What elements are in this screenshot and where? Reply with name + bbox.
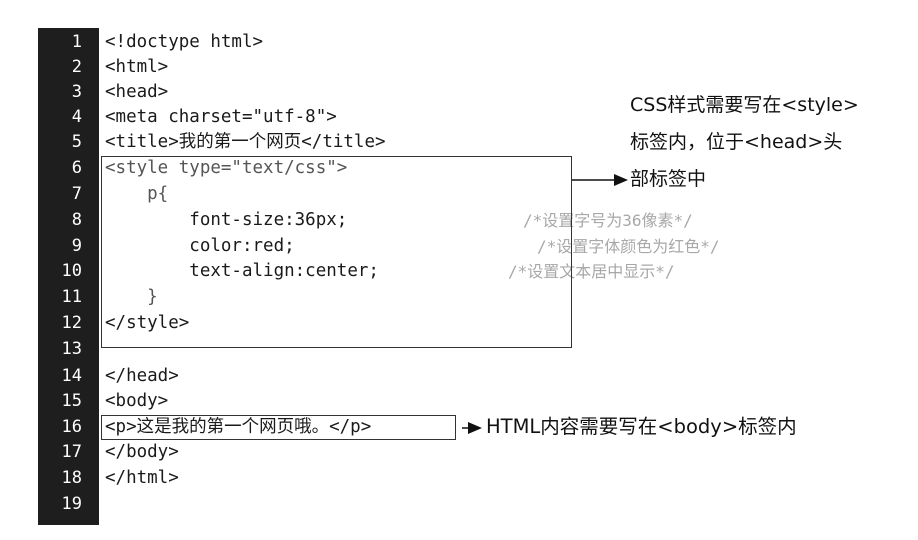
- css-comment-color: /*设置字体颜色为红色*/: [537, 237, 720, 256]
- code-line: </body>: [105, 442, 179, 462]
- line-number: 4: [71, 107, 82, 127]
- line-number: 16: [61, 417, 82, 437]
- line-number: 10: [61, 261, 82, 281]
- line-number: 6: [71, 158, 82, 178]
- line-number: 17: [61, 442, 82, 462]
- arrow-to-css-note: [572, 174, 628, 186]
- line-number: 14: [61, 366, 82, 386]
- line-number: 18: [61, 468, 82, 488]
- line-number: 11: [61, 287, 82, 307]
- code-line: text-align:center;: [105, 261, 379, 281]
- line-number: 15: [61, 391, 82, 411]
- line-number: 2: [71, 57, 82, 77]
- line-number: 3: [71, 82, 82, 102]
- code-line: <p>这是我的第一个网页哦。</p>: [105, 417, 372, 437]
- code-line: <!doctype html>: [105, 32, 264, 52]
- code-line: </head>: [105, 366, 179, 386]
- css-note-line-1: CSS样式需要写在<style>: [630, 94, 859, 116]
- css-note-line-3: 部标签中: [630, 168, 707, 190]
- code-line: p{: [105, 184, 169, 204]
- code-line: color:red;: [105, 236, 295, 256]
- line-number: 8: [71, 210, 82, 230]
- code-line: <head>: [105, 82, 169, 102]
- code-line: <body>: [105, 391, 169, 411]
- line-number: 13: [61, 339, 82, 359]
- line-number: 1: [71, 32, 82, 52]
- css-comment-text-align: /*设置文本居中显示*/: [508, 262, 675, 281]
- line-number: 5: [71, 132, 82, 152]
- line-number: 19: [61, 494, 82, 514]
- line-number: 12: [61, 313, 82, 333]
- html-note: HTML内容需要写在<body>标签内: [486, 415, 797, 438]
- style-block-highlight-box: [101, 156, 572, 348]
- paragraph-highlight-box: [101, 415, 456, 440]
- line-number-gutter: [38, 28, 99, 525]
- line-number: 7: [71, 184, 82, 204]
- code-line: <title>我的第一个网页</title>: [105, 132, 386, 152]
- code-line: <html>: [105, 57, 169, 77]
- code-line: </html>: [105, 468, 179, 488]
- code-line: <meta charset="utf-8">: [105, 107, 337, 127]
- code-line: </style>: [105, 313, 190, 333]
- arrow-to-html-note: [462, 422, 482, 434]
- code-line: }: [105, 287, 158, 307]
- css-comment-font-size: /*设置字号为36像素*/: [523, 211, 693, 230]
- css-note-line-2: 标签内，位于<head>头: [630, 131, 843, 153]
- code-line: font-size:36px;: [105, 210, 348, 230]
- code-line: <style type="text/css">: [105, 158, 348, 178]
- line-number: 9: [71, 236, 82, 256]
